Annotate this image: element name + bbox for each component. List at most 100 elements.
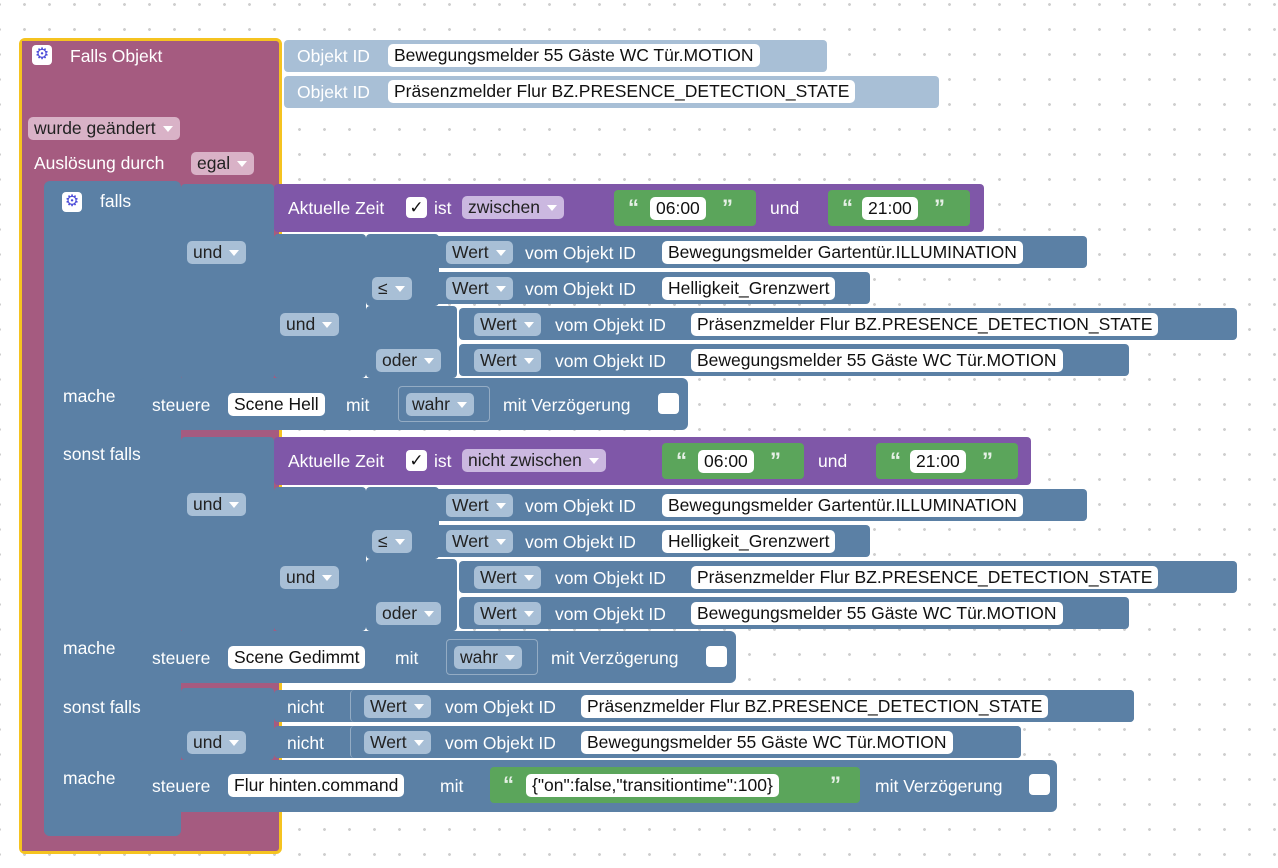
ist-label: ist [434, 451, 452, 471]
triggered-by-dropdown[interactable]: egal [191, 152, 255, 175]
wert-dropdown[interactable]: Wert [446, 494, 513, 517]
and-block[interactable] [274, 234, 366, 378]
sonst-falls-label: sonst falls [63, 697, 141, 717]
wert-dropdown[interactable]: Wert [474, 566, 541, 589]
object-id-field[interactable]: Präsenzmelder Flur BZ.PRESENCE_DETECTION… [581, 695, 1049, 718]
bool-dropdown[interactable]: wahr [454, 646, 522, 669]
delay-checkbox[interactable] [658, 393, 679, 414]
mit-label: mit [346, 395, 370, 415]
compare-dropdown[interactable]: ≤ [372, 277, 412, 300]
object-id-label: vom Objekt ID [445, 733, 556, 753]
wert-dropdown[interactable]: Wert [446, 277, 513, 300]
triggered-by-label: Auslösung durch [34, 153, 165, 173]
quote-open: “ [628, 195, 639, 220]
object-id-field[interactable]: Präsenzmelder Flur BZ.PRESENCE_DETECTION… [388, 80, 856, 103]
and-dropdown[interactable]: und [280, 566, 340, 589]
and-dropdown[interactable]: und [187, 731, 247, 754]
steuere-label: steuere [152, 776, 211, 796]
quote-close: ” [770, 448, 781, 473]
wert-dropdown[interactable]: Wert [446, 241, 513, 264]
object-id-field[interactable]: Helligkeit_Grenzwert [662, 277, 836, 300]
and-dropdown[interactable]: und [187, 493, 247, 516]
object-id-label: vom Objekt ID [525, 496, 636, 516]
target-field[interactable]: Scene Hell [228, 393, 325, 416]
target-field[interactable]: Flur hinten.command [228, 774, 405, 797]
object-id-label: vom Objekt ID [525, 243, 636, 263]
object-id-label: vom Objekt ID [555, 315, 666, 335]
time-op-dropdown[interactable]: nicht zwischen [462, 449, 606, 472]
time-op-dropdown[interactable]: zwischen [462, 196, 564, 219]
object-id-label: vom Objekt ID [555, 351, 666, 371]
quote-close: ” [982, 448, 993, 473]
command-field[interactable]: {"on":false,"transitiontime":100} [526, 774, 779, 797]
object-id-field[interactable]: Bewegungsmelder 55 Gäste WC Tür.MOTION [691, 349, 1063, 372]
object-id-field[interactable]: Bewegungsmelder 55 Gäste WC Tür.MOTION [388, 44, 760, 67]
changed-dropdown[interactable]: wurde geändert [28, 117, 180, 140]
and-label: und [818, 451, 848, 471]
object-id-field[interactable]: Bewegungsmelder 55 Gäste WC Tür.MOTION [691, 602, 1063, 625]
time-from-field[interactable]: 06:00 [698, 450, 754, 473]
and-block[interactable] [181, 184, 274, 380]
not-label: nicht [287, 697, 324, 717]
ist-label: ist [434, 198, 452, 218]
wert-dropdown[interactable]: Wert [446, 530, 513, 553]
quote-open: “ [842, 195, 853, 220]
quote-close: ” [722, 195, 733, 220]
target-field[interactable]: Scene Gedimmt [228, 646, 366, 669]
delay-label: mit Verzögerung [875, 776, 1003, 796]
gear-icon[interactable]: ⚙ [32, 45, 52, 65]
object-id-field[interactable]: Präsenzmelder Flur BZ.PRESENCE_DETECTION… [691, 566, 1159, 589]
object-id-label: vom Objekt ID [555, 568, 666, 588]
time-from-field[interactable]: 06:00 [650, 197, 706, 220]
falls-label: falls [100, 191, 132, 211]
delay-checkbox[interactable] [706, 646, 727, 667]
compare-dropdown[interactable]: ≤ [372, 530, 412, 553]
checkbox[interactable]: ✓ [406, 197, 427, 218]
wert-dropdown[interactable]: Wert [474, 602, 541, 625]
checkbox[interactable]: ✓ [406, 450, 427, 471]
wert-dropdown[interactable]: Wert [474, 313, 541, 336]
or-dropdown[interactable]: oder [376, 349, 442, 372]
and-block[interactable] [181, 437, 274, 633]
time-to-field[interactable]: 21:00 [862, 197, 918, 220]
delay-checkbox[interactable] [1029, 774, 1050, 795]
bool-dropdown[interactable]: wahr [406, 393, 474, 416]
and-block[interactable] [274, 487, 366, 631]
mit-label: mit [440, 776, 464, 796]
delay-label: mit Verzögerung [503, 395, 631, 415]
object-id-field[interactable]: Bewegungsmelder Gartentür.ILLUMINATION [662, 494, 1023, 517]
if-block[interactable] [44, 181, 181, 836]
wert-dropdown[interactable]: Wert [474, 349, 541, 372]
time-to-field[interactable]: 21:00 [910, 450, 966, 473]
sonst-falls-label: sonst falls [63, 444, 141, 464]
gear-icon[interactable]: ⚙ [62, 192, 82, 212]
or-dropdown[interactable]: oder [376, 602, 442, 625]
trigger-title: Falls Objekt [70, 46, 163, 66]
object-id-field[interactable]: Helligkeit_Grenzwert [662, 530, 836, 553]
quote-close: ” [934, 195, 945, 220]
object-id-label: Objekt ID [297, 46, 370, 66]
quote-open: “ [890, 448, 901, 473]
current-time-label: Aktuelle Zeit [288, 451, 385, 471]
object-id-label: vom Objekt ID [525, 279, 636, 299]
and-dropdown[interactable]: und [280, 313, 340, 336]
object-id-label: vom Objekt ID [445, 697, 556, 717]
object-id-field[interactable]: Bewegungsmelder 55 Gäste WC Tür.MOTION [581, 731, 953, 754]
object-id-label: Objekt ID [297, 82, 370, 102]
and-label: und [770, 198, 800, 218]
wert-dropdown[interactable]: Wert [364, 695, 431, 718]
quote-open: “ [676, 448, 687, 473]
steuere-label: steuere [152, 395, 211, 415]
and-dropdown[interactable]: und [187, 241, 247, 264]
mit-label: mit [395, 648, 419, 668]
mache-label: mache [63, 638, 116, 658]
object-id-field[interactable]: Bewegungsmelder Gartentür.ILLUMINATION [662, 241, 1023, 264]
mache-label: mache [63, 768, 116, 788]
wert-dropdown[interactable]: Wert [364, 731, 431, 754]
not-label: nicht [287, 733, 324, 753]
object-id-label: vom Objekt ID [525, 532, 636, 552]
if-block-footer [44, 816, 181, 836]
quote-open: “ [503, 772, 514, 797]
trigger-block-inner [22, 41, 42, 851]
object-id-field[interactable]: Präsenzmelder Flur BZ.PRESENCE_DETECTION… [691, 313, 1159, 336]
